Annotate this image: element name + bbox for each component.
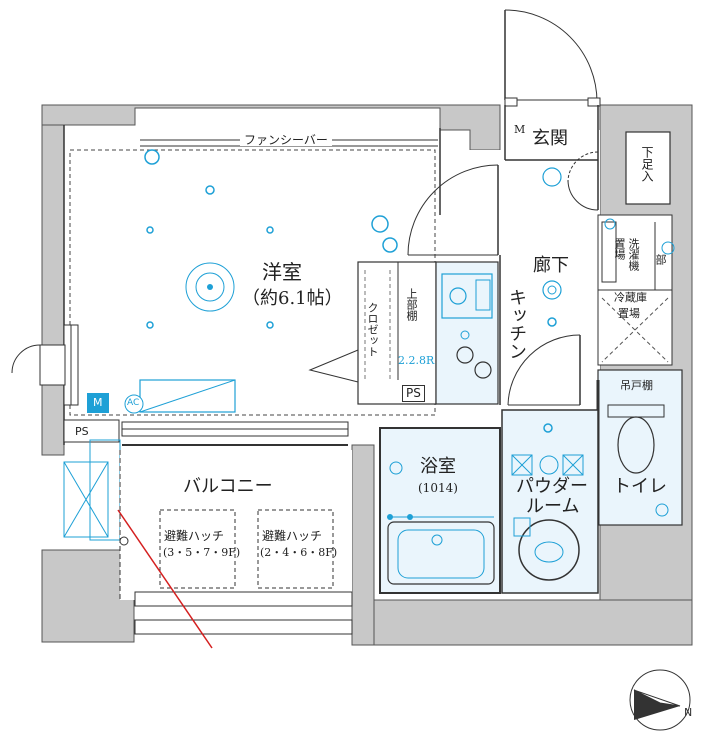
left-wall bbox=[41, 124, 65, 456]
hatch1-top-label: 避難ハッチ bbox=[164, 529, 225, 543]
shoe-box bbox=[625, 131, 671, 205]
compass bbox=[629, 669, 691, 731]
section-label: 部 bbox=[654, 254, 667, 265]
entrance-meter: M bbox=[514, 123, 526, 136]
closet-label: クロゼット bbox=[366, 302, 379, 357]
bath-room bbox=[379, 427, 501, 594]
western-room-size: （約6.1帖） bbox=[242, 288, 343, 309]
ps-box-left: PS bbox=[75, 425, 89, 438]
ac-label: AC bbox=[127, 398, 140, 408]
balcony-right-wall bbox=[351, 444, 375, 646]
balcony bbox=[120, 450, 352, 600]
fridge-bottom-label: 置場 bbox=[618, 307, 640, 320]
cabinet-label: 吊戸棚 bbox=[620, 379, 653, 392]
bottom-left-block bbox=[41, 549, 135, 643]
entrance-label: 玄関 bbox=[532, 128, 568, 149]
bath-size-label: (1014) bbox=[418, 481, 458, 495]
ceiling-label: 2.2.8R bbox=[398, 354, 435, 367]
fancy-bar-label: ファンシーバー bbox=[240, 134, 332, 146]
balcony-label: バルコニー bbox=[183, 476, 273, 497]
meter-label: M bbox=[93, 396, 103, 409]
powder-room bbox=[501, 409, 599, 594]
upper-shelf-label: 上部棚 bbox=[405, 288, 418, 321]
kitchen-label: キッチン bbox=[506, 288, 527, 360]
toilet-area bbox=[597, 369, 683, 526]
svg-text:N: N bbox=[684, 706, 692, 719]
western-room-label: 洋室 bbox=[262, 260, 302, 284]
hatch2-top-label: 避難ハッチ bbox=[262, 529, 323, 543]
ps-box-kitchen: PS bbox=[402, 385, 425, 403]
hatch1-bottom-label: (3・5・7・9F) bbox=[163, 546, 241, 559]
bottom-wall bbox=[351, 599, 693, 646]
washer-top-label: 洗濯機 bbox=[627, 238, 640, 271]
fridge-top-label: 冷蔵庫 bbox=[614, 291, 647, 304]
toilet-label: トイレ bbox=[613, 476, 667, 497]
hatch2-bottom-label: (2・4・6・8F) bbox=[260, 546, 338, 559]
bath-label: 浴室 bbox=[420, 456, 456, 477]
washer-bottom-label: 置場 bbox=[613, 238, 626, 260]
closet bbox=[357, 261, 437, 405]
powder-bottom-label: ルーム bbox=[526, 496, 580, 517]
powder-top-label: パウダー bbox=[516, 476, 588, 497]
hallway-label: 廊下 bbox=[533, 255, 569, 276]
shoe-box-label: 下足入 bbox=[640, 146, 654, 182]
kitchen-counter bbox=[435, 261, 499, 405]
